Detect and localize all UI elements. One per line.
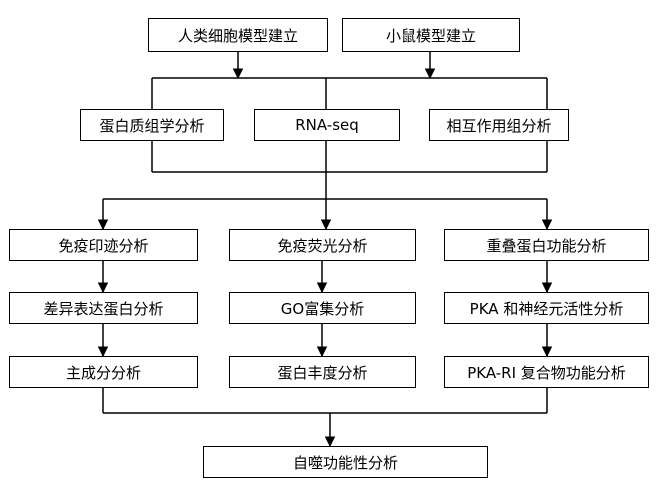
- node-western-blot: 免疫印迹分析: [9, 229, 198, 261]
- node-pca: 主成分分析: [9, 356, 198, 388]
- node-pka-ri-complex: PKA-RI 复合物功能分析: [444, 356, 649, 388]
- node-protein-abundance: 蛋白丰度分析: [229, 356, 416, 388]
- node-mouse-model: 小鼠模型建立: [342, 18, 520, 52]
- node-autophagy: 自噬功能性分析: [203, 446, 488, 478]
- node-pka-neuron: PKA 和神经元活性分析: [444, 292, 649, 324]
- node-interactome: 相互作用组分析: [429, 109, 569, 141]
- node-go-enrichment: GO富集分析: [229, 292, 416, 324]
- node-rna-seq: RNA-seq: [254, 109, 400, 141]
- node-differential-protein: 差异表达蛋白分析: [9, 292, 198, 324]
- node-immunofluorescence: 免疫荧光分析: [229, 229, 416, 261]
- node-proteomics: 蛋白质组学分析: [80, 109, 224, 141]
- node-human-model: 人类细胞模型建立: [148, 18, 328, 52]
- node-overlap-protein-function: 重叠蛋白功能分析: [444, 229, 649, 261]
